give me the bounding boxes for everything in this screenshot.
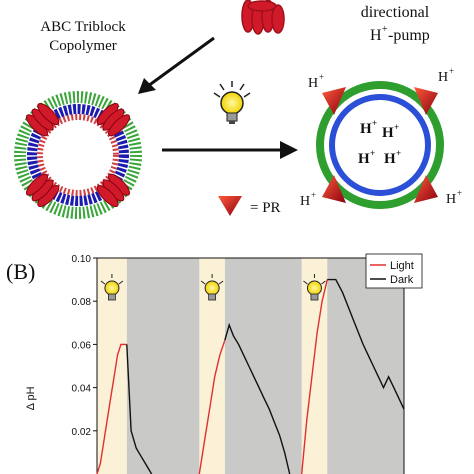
panel-a: ABC Triblock Copolymer directional H + -… [14,0,462,219]
svg-text:+: + [396,148,401,158]
series-line-dark [126,344,153,474]
dark-interval [327,258,404,474]
series-line-light [301,279,328,474]
proton-label-inner: H [360,121,372,137]
copolymer-vesicle-icon [14,91,142,219]
svg-text:+: + [372,118,377,128]
series-line-light [198,339,226,474]
panel-b-label: (B) [6,259,35,284]
svg-text:H: H [370,27,382,44]
y-tick-label: 0.08 [72,297,92,308]
pump-label-line2: H + -pump [370,24,430,44]
protein-icon [241,0,285,35]
proton-label-inner: H [382,125,394,141]
svg-text:+: + [311,190,316,200]
proton-label-outer: H [300,194,310,209]
svg-text:-pump: -pump [388,27,430,44]
y-tick-label: 0.10 [72,254,92,265]
series-line-dark [327,278,405,410]
dark-interval [126,258,200,474]
light-bulb-icon [100,274,124,301]
copolymer-label-line1: ABC Triblock [40,19,126,35]
y-tick-label: 0.06 [72,340,92,351]
dark-interval [224,258,302,474]
proton-label-outer: H [446,192,456,207]
svg-text:+: + [319,72,324,82]
pump-label-line1: directional [361,4,430,21]
light-bulb-icon [213,81,251,124]
svg-text:+: + [457,188,462,198]
assembly-arrow [138,36,215,94]
y-tick-label: 0.04 [72,384,92,395]
proton-label-outer: H [308,76,318,91]
series-line-light [96,343,127,474]
y-axis-label: Δ pH [25,386,37,410]
legend-label: Light [390,260,414,272]
pump-icon [322,175,346,203]
svg-text:+: + [370,148,375,158]
proton-label-outer: H [438,70,448,85]
proton-label-inner: H [358,151,370,167]
pr-legend-label: = PR [250,200,281,216]
pump-icon [322,87,346,115]
pump-icon [414,87,438,115]
y-tick-label: 0.02 [72,427,92,438]
reaction-arrow [162,141,298,159]
light-bulb-icon [200,274,224,301]
proton-label-inner: H [384,151,396,167]
proton-pump-vesicle: H + H + H + H + H + H + H + H + [300,66,462,209]
svg-text:+: + [382,24,388,35]
pr-legend: = PR [218,196,281,216]
pr-triangle-icon [218,196,242,216]
legend-label: Dark [390,274,414,286]
legend-box [365,253,423,289]
light-bulb-icon [303,274,326,301]
copolymer-label-line2: Copolymer [49,38,117,54]
svg-text:+: + [394,122,399,132]
series-line-dark [224,322,291,474]
svg-text:+: + [449,66,454,76]
pump-icon [414,175,438,203]
